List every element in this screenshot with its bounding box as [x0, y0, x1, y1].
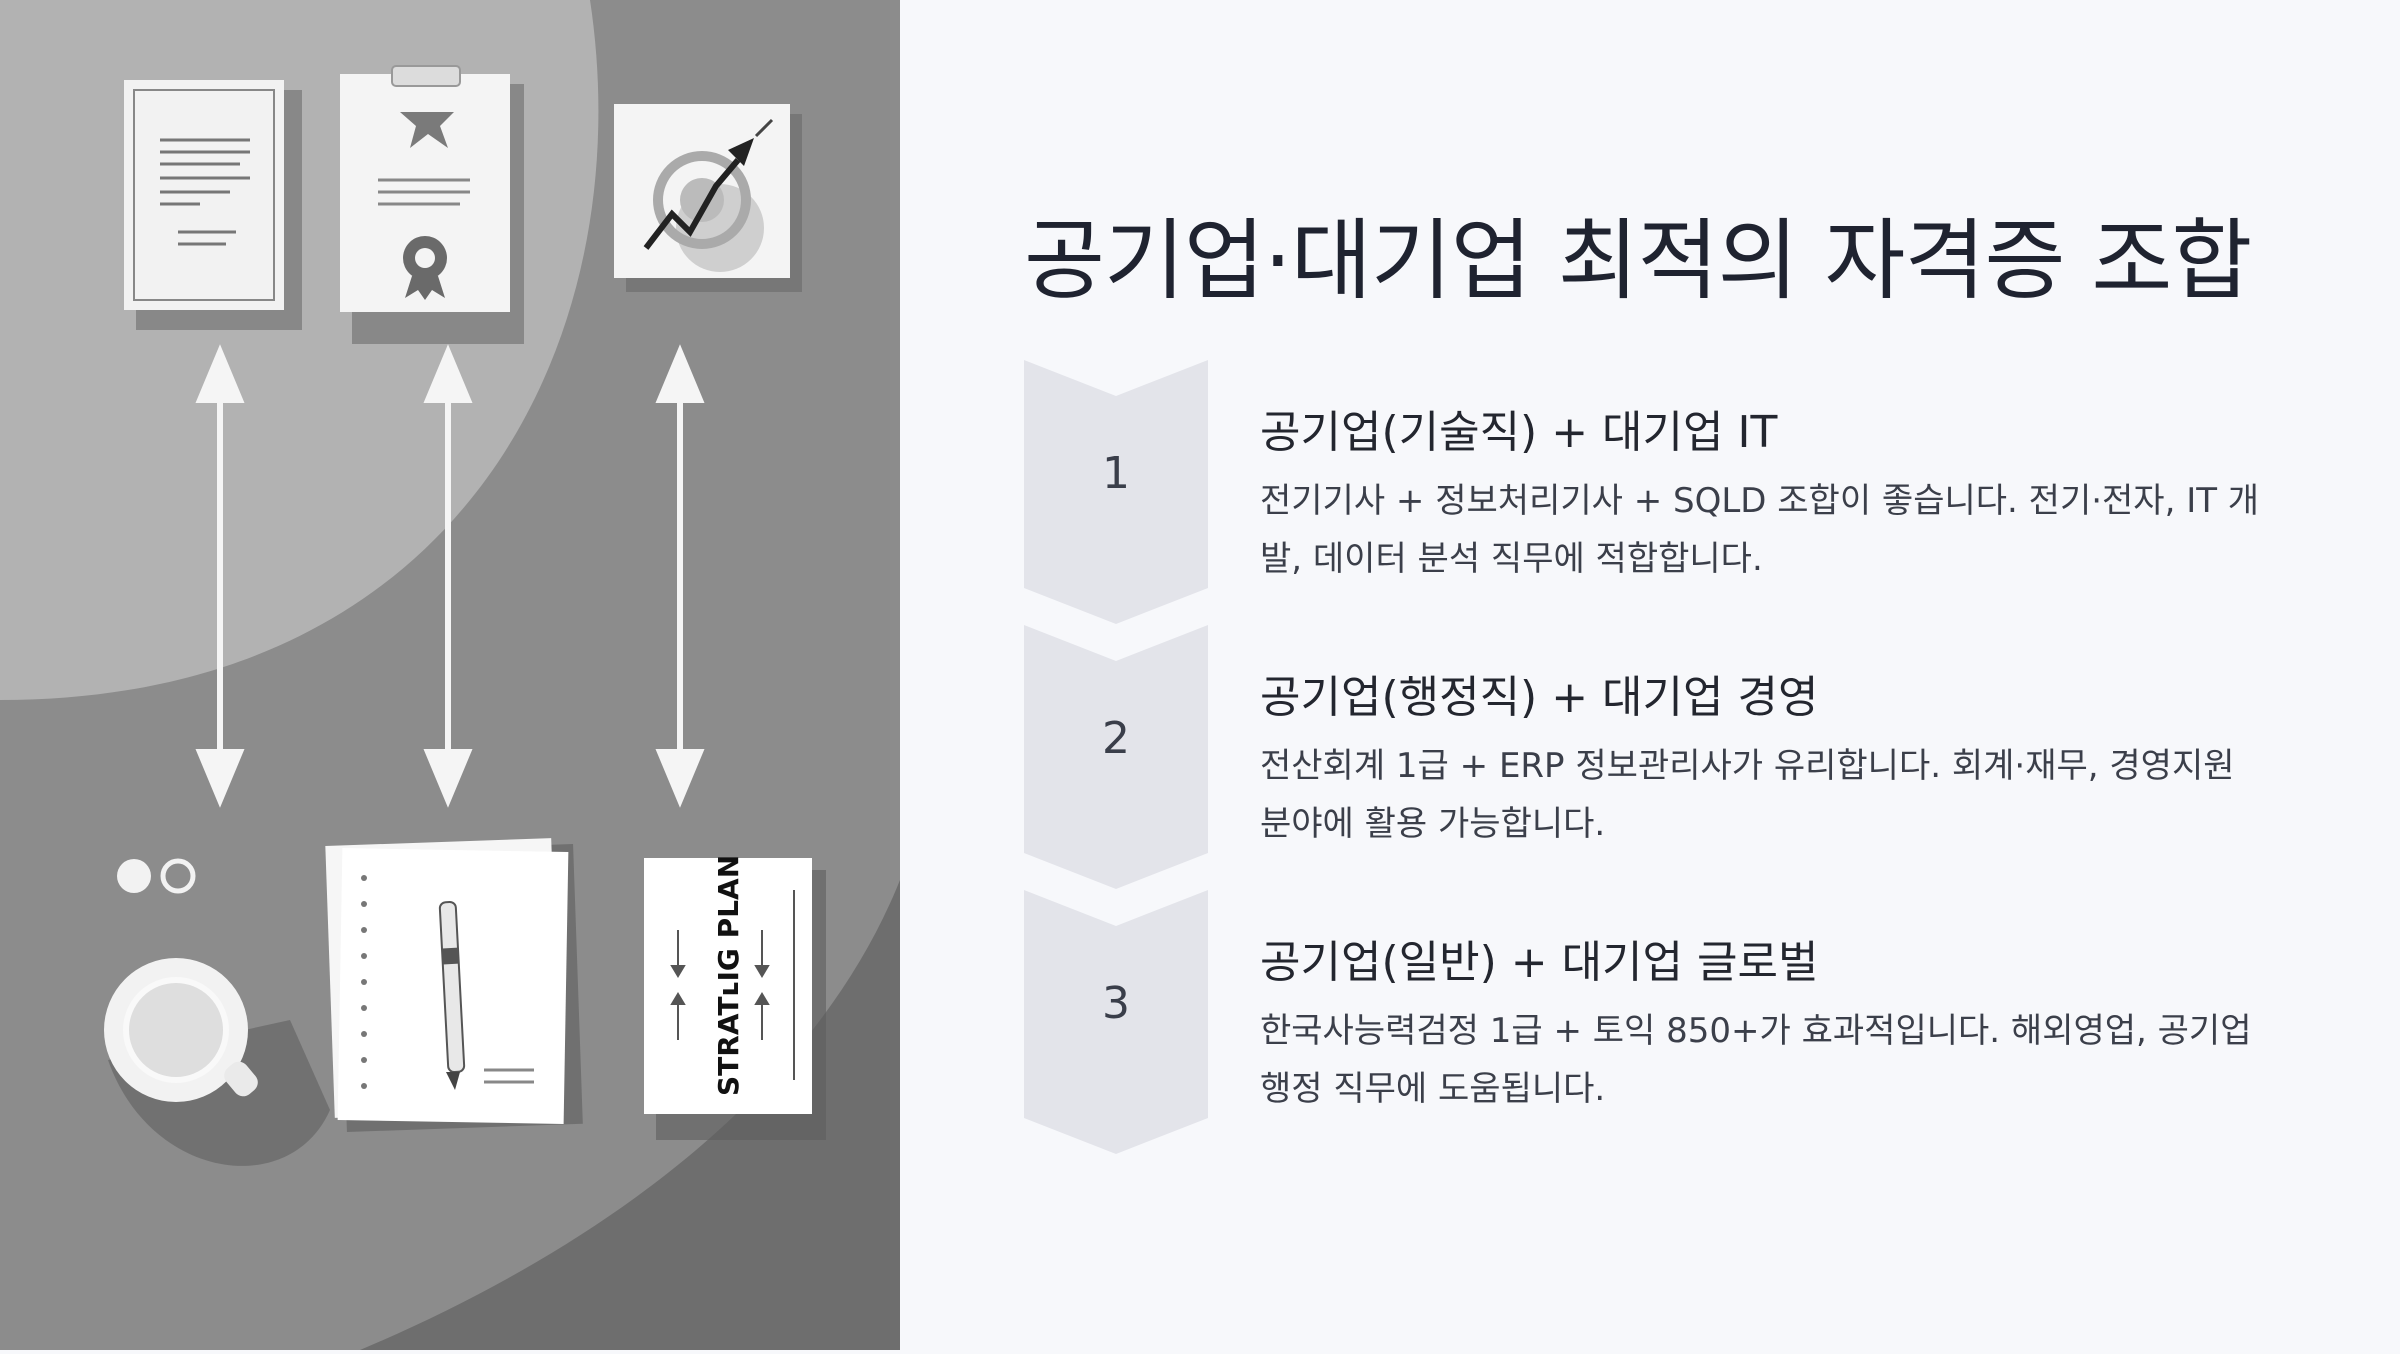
growth-chart-icon — [614, 104, 802, 292]
step-item: 3 공기업(일반) + 대기업 글로벌 한국사능력검정 1급 + 토익 850+… — [1024, 890, 2364, 1154]
strategic-plan-sheet: STRATʟIG PLAN — [644, 855, 826, 1140]
step-title: 공기업(일반) + 대기업 글로벌 — [1260, 937, 1819, 988]
step-title: 공기업(행정직) + 대기업 경영 — [1260, 672, 1819, 723]
chevron-shape — [1024, 360, 1208, 624]
content-panel: 공기업·대기업 최적의 자격증 조합 1 공기업(기술직) + 대기업 IT 전… — [900, 0, 2400, 1350]
decor-dots — [117, 858, 196, 894]
step-number: 2 — [1102, 713, 1130, 764]
certificate-icon — [340, 65, 524, 344]
page-title: 공기업·대기업 최적의 자격증 조합 — [1024, 209, 2252, 312]
step-number: 3 — [1102, 978, 1130, 1029]
step-description: 전산회계 1급 + ERP 정보관리사가 유리합니다. 회계·재무, 경영지원 … — [1260, 746, 2235, 844]
desk-illustration: STRATʟIG PLAN — [0, 0, 900, 1350]
step-item: 1 공기업(기술직) + 대기업 IT 전기기사 + 정보처리기사 + SQLD… — [1024, 360, 2364, 624]
hero-illustration: STRATʟIG PLAN — [0, 0, 900, 1350]
step-number: 1 — [1102, 448, 1130, 499]
connector-arrows — [195, 344, 705, 808]
chevron-shape — [1024, 890, 1208, 1154]
plan-label: STRATʟIG PLAN — [712, 855, 745, 1096]
pen-icon — [438, 901, 466, 1090]
document-icon — [124, 80, 302, 330]
chevron-shape — [1024, 625, 1208, 889]
step-item: 2 공기업(행정직) + 대기업 경영 전산회계 1급 + ERP 정보관리사가… — [1024, 625, 2364, 889]
step-description: 한국사능력검정 1급 + 토익 850+가 효과적입니다. 해외영업, 공기업 … — [1260, 1011, 2252, 1109]
step-title: 공기업(기술직) + 대기업 IT — [1260, 407, 1778, 458]
step-description: 전기기사 + 정보처리기사 + SQLD 조합이 좋습니다. 전기·전자, IT… — [1260, 481, 2260, 579]
notebook-icon — [325, 838, 583, 1133]
dark-corner-shape — [360, 880, 900, 1350]
coffee-cup-icon — [104, 958, 330, 1166]
